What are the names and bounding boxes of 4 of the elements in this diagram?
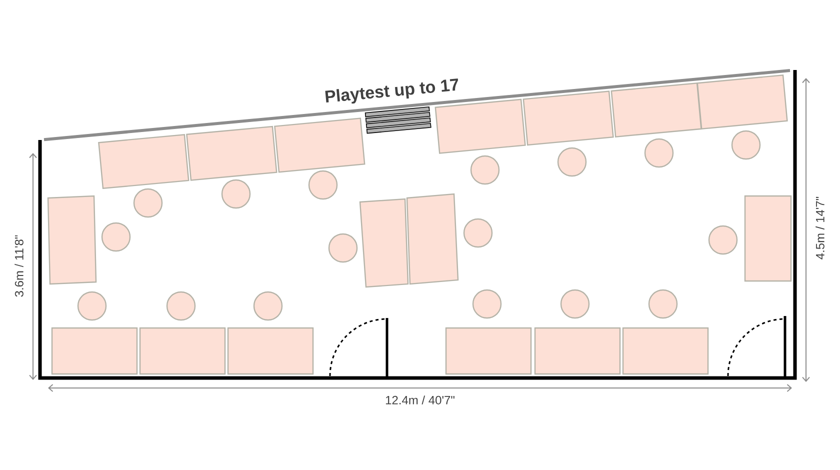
dimension-label: 4.5m / 14'7" [816,196,824,260]
title: Playtest up to 17 [325,78,458,104]
dimension-label: 12.4m / 40'7" [386,396,454,404]
dimension-label: 3.6m / 11'8" [14,235,24,297]
